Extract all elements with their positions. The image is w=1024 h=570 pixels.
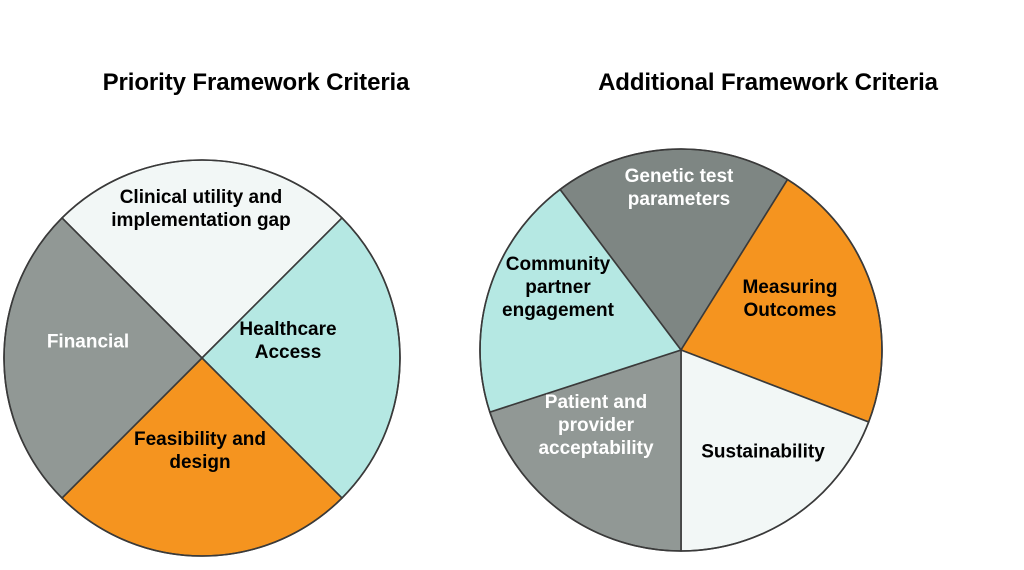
pie-chart-additional: [479, 148, 883, 552]
pie-outline-circle: [3, 159, 401, 557]
pie-outline-circle: [479, 148, 883, 552]
pie-chart-priority: [3, 159, 401, 557]
panel-additional-framework: Additional Framework Criteria: [512, 0, 1024, 570]
panel-priority-framework: Priority Framework Criteria: [102, 69, 410, 96]
panel-title-additional: Additional Framework Criteria: [598, 69, 938, 96]
panel-title-priority: Priority Framework Criteria: [102, 69, 410, 96]
